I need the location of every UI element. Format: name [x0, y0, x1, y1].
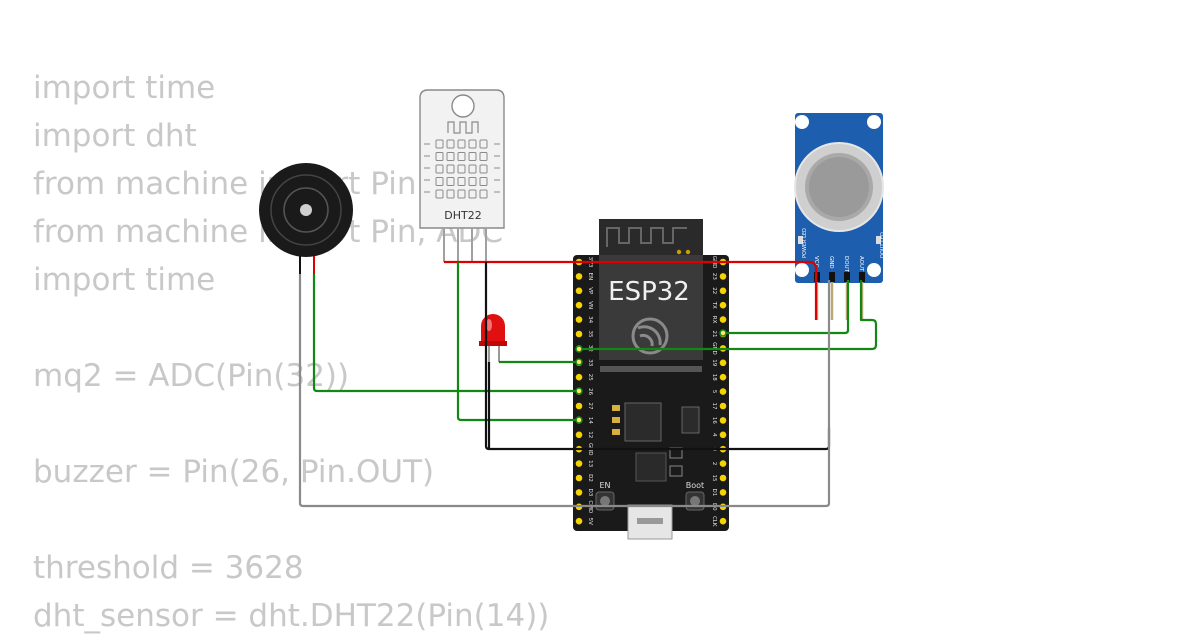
esp32-pin-left[interactable]	[575, 489, 583, 496]
red-led[interactable]	[479, 314, 507, 362]
esp32-pin-label: D1	[711, 489, 717, 497]
esp32-pin-label: 27	[587, 403, 593, 410]
code-line: dht_sensor = dht.DHT22(Pin(14))	[33, 598, 550, 634]
esp32-pin-left[interactable]	[575, 431, 583, 439]
esp32-pin-label: 5V	[587, 518, 593, 525]
buzzer[interactable]	[259, 163, 353, 274]
code-line: import time	[33, 70, 216, 106]
esp32-pin-label: 5	[711, 390, 717, 394]
code-line: import time	[33, 262, 216, 298]
mq2-pin[interactable]	[829, 272, 835, 282]
esp32-pin-label: 4	[711, 433, 717, 437]
esp32-pin-label: 17	[711, 403, 717, 410]
esp32-pin-label: 19	[711, 359, 717, 366]
esp32-pin-label: D2	[587, 474, 593, 482]
wire-red-power[interactable]	[444, 260, 818, 320]
esp32-pin-left[interactable]	[575, 402, 583, 410]
esp32-pin-label: VN	[587, 301, 593, 309]
dht22-sensor[interactable]: DHT22	[419, 89, 505, 262]
esp32-pin-left[interactable]	[575, 373, 583, 381]
mq2-pin[interactable]	[844, 272, 850, 282]
esp32-pin-label: 22	[711, 287, 717, 294]
esp32-pin-label: RX	[711, 316, 717, 324]
esp32-pin-label: 33	[587, 359, 593, 366]
esp32-pin-left[interactable]	[575, 474, 583, 482]
esp32-pin-label: 16	[711, 417, 717, 424]
esp32-pin-label: 35	[587, 331, 593, 338]
wire-green-dht[interactable]	[456, 262, 579, 422]
code-line: import dht	[33, 118, 197, 154]
esp32-pin-right[interactable]	[719, 460, 727, 467]
mq2-pin-label: DOUT	[843, 256, 849, 273]
esp32-pin-label: CLK	[711, 516, 717, 527]
code-line: threshold = 3628	[33, 550, 304, 586]
esp32-pin-right[interactable]	[719, 417, 727, 424]
esp32-pin-right[interactable]	[719, 273, 727, 280]
mq2-pin-label: VCC	[813, 256, 819, 268]
esp32-pin-label: 14	[587, 417, 593, 424]
mq2-power-led-label: POWER LED	[802, 228, 808, 258]
esp32-pin-label: 26	[587, 388, 593, 395]
wire-green-mq2-dout[interactable]	[723, 280, 850, 335]
mq2-pin[interactable]	[859, 272, 865, 282]
esp32-pin-label: 21	[711, 331, 717, 338]
esp32-pin-right[interactable]	[719, 359, 727, 367]
esp32-pin-right[interactable]	[719, 517, 727, 525]
boot-button-label: Boot	[686, 481, 704, 490]
wire-green-mq2-aout[interactable]	[579, 280, 878, 351]
esp32-pin-right[interactable]	[719, 301, 727, 309]
wire-gray-gnd[interactable]	[298, 274, 831, 508]
mq2-pin-label: GND	[828, 256, 834, 269]
esp32-pin-left[interactable]	[575, 287, 583, 295]
code-line: mq2 = ADC(Pin(32))	[33, 358, 350, 394]
esp32-pin-label: 25	[587, 374, 593, 381]
esp32-label: ESP32	[608, 277, 690, 307]
esp32-pin-label: D3	[587, 489, 593, 497]
mq2-gas-sensor[interactable]: POWER LED DOUT LED VCC GND DOUT AOUT	[794, 113, 886, 320]
mq2-dout-led-label: DOUT LED	[880, 232, 886, 258]
esp32-pin-right[interactable]	[719, 287, 727, 295]
esp32-pin-right[interactable]	[719, 402, 727, 410]
wire-green-buzzer[interactable]	[312, 274, 579, 393]
esp32-pin-right[interactable]	[719, 489, 727, 496]
esp32-pin-left[interactable]	[575, 273, 583, 280]
esp32-pin-right[interactable]	[719, 316, 727, 323]
esp32-pin-left[interactable]	[575, 330, 583, 338]
esp32-pin-label: VP	[587, 287, 593, 295]
code-line: buzzer = Pin(26, Pin.OUT)	[33, 454, 435, 490]
esp32-pin-label: 12	[587, 431, 593, 438]
esp32-pin-label: TX	[711, 301, 717, 309]
esp32-pin-label: 18	[711, 374, 717, 381]
antenna-trace	[606, 227, 687, 247]
esp32-pin-left[interactable]	[575, 301, 583, 309]
esp32-pin-right[interactable]	[719, 474, 727, 482]
code-line: from machine import Pin	[33, 166, 417, 202]
esp32-pin-label: 2	[711, 462, 717, 466]
esp32-pin-label: 13	[587, 460, 593, 467]
esp32-pin-right[interactable]	[719, 373, 727, 381]
mq2-pin-label: AOUT	[858, 256, 864, 272]
esp32-pin-right[interactable]	[719, 431, 727, 439]
dht22-label: DHT22	[444, 209, 481, 222]
espressif-logo-icon	[631, 317, 669, 355]
code-editor-text: import time import dht from machine import…	[33, 64, 549, 640]
esp32-pin-right[interactable]	[719, 388, 727, 395]
esp32-pin-label: 23	[711, 273, 717, 280]
esp32-pin-left[interactable]	[575, 460, 583, 467]
esp32-pin-label: 15	[711, 475, 717, 482]
esp32-pin-label: EN	[587, 273, 593, 281]
esp32-pin-label: 34	[587, 316, 593, 323]
en-button-label: EN	[599, 481, 610, 490]
esp32-pin-left[interactable]	[575, 517, 583, 525]
esp32-pin-left[interactable]	[575, 316, 583, 323]
usb-chip	[635, 452, 667, 482]
